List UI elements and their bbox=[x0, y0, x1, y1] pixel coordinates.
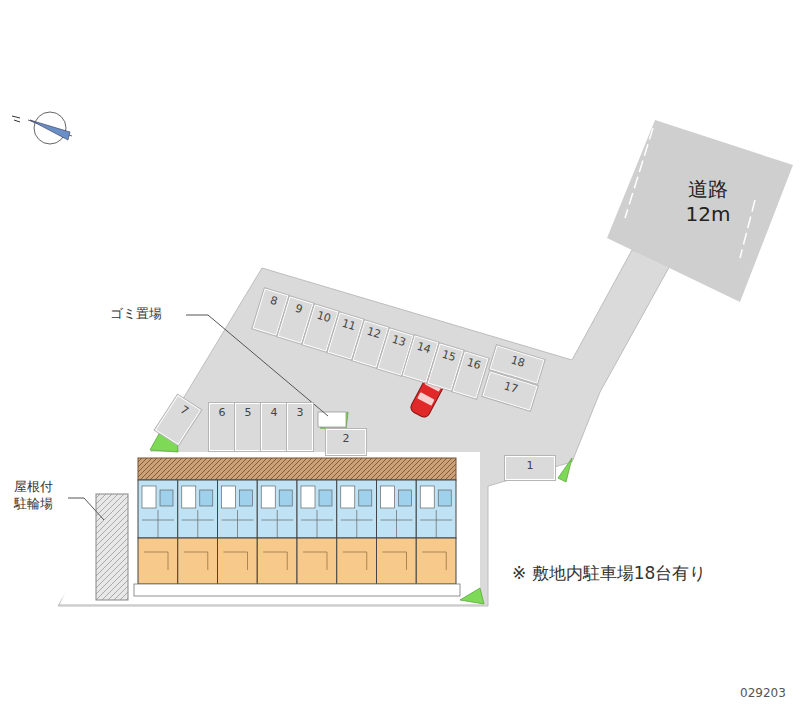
road-label: 道路 12m bbox=[680, 174, 736, 227]
parking-space: 4 bbox=[261, 403, 287, 451]
planting bbox=[558, 458, 572, 482]
parking-space: 3 bbox=[287, 403, 313, 451]
parking-space: 2 bbox=[326, 429, 366, 455]
space-number: 12 bbox=[365, 322, 383, 341]
space-number: 16 bbox=[465, 354, 483, 373]
space-number: 8 bbox=[268, 292, 279, 308]
space-number: 11 bbox=[340, 315, 358, 334]
left-strip bbox=[60, 455, 135, 604]
space-number: 3 bbox=[297, 404, 304, 419]
space-number: 14 bbox=[415, 338, 433, 357]
note: ※ 敷地内駐車場18台有り bbox=[512, 562, 706, 584]
site-ground bbox=[58, 250, 672, 606]
space-number: 9 bbox=[293, 300, 304, 316]
space-number: 2 bbox=[343, 430, 350, 445]
space-number: 5 bbox=[245, 404, 252, 419]
space-number: 10 bbox=[315, 307, 333, 326]
bicycle-shelter bbox=[96, 494, 128, 600]
space-number: 7 bbox=[178, 401, 192, 417]
parking-space: 5 bbox=[235, 403, 261, 451]
apartment-units bbox=[134, 480, 460, 596]
parking-space: 7 bbox=[155, 395, 201, 445]
space-number: 1 bbox=[527, 457, 534, 472]
parking-space: 1 bbox=[505, 456, 555, 480]
building-balcony bbox=[138, 458, 456, 480]
space-number: 4 bbox=[271, 404, 278, 419]
compass bbox=[12, 112, 72, 144]
planting bbox=[460, 588, 484, 604]
area-label: 屋根付 駐輪場 bbox=[14, 479, 56, 513]
area-label: ゴミ置場 bbox=[110, 306, 162, 323]
building-plot bbox=[128, 452, 480, 604]
parking-space: 6 bbox=[209, 403, 235, 451]
space-number: 17 bbox=[502, 377, 520, 396]
garbage-area bbox=[318, 412, 346, 427]
map-id: 029203 bbox=[740, 686, 786, 702]
space-number: 15 bbox=[440, 346, 458, 365]
space-number: 6 bbox=[219, 404, 226, 419]
road: 道路 12m bbox=[605, 118, 795, 306]
space-number: 13 bbox=[390, 330, 408, 349]
space-number: 18 bbox=[509, 351, 527, 370]
leader-line bbox=[68, 498, 104, 520]
